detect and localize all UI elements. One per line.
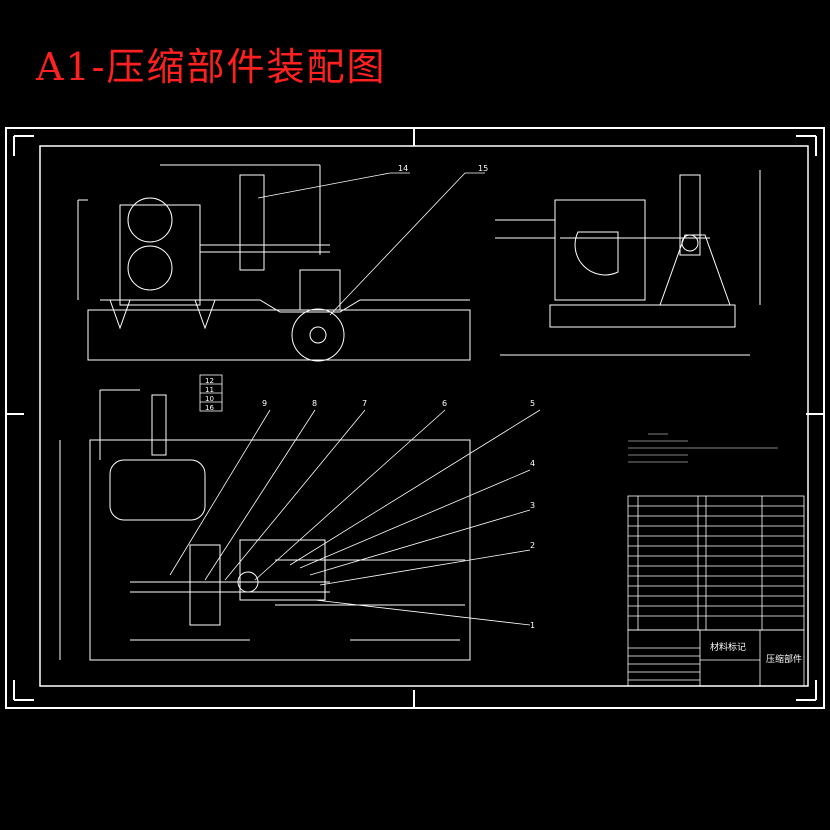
- plan-view: [59, 389, 471, 661]
- side-view: [495, 170, 761, 356]
- leader-lines: [169, 172, 541, 626]
- balloon-label: 3: [530, 501, 535, 510]
- balloon-label: 5: [530, 399, 535, 408]
- stack-label: 12: [205, 377, 214, 385]
- front-view: [77, 164, 471, 362]
- drawing-frame: [5, 127, 825, 709]
- balloon-label: 7: [362, 399, 367, 408]
- balloon-label: 6: [442, 399, 447, 408]
- drawing-name-label: 压缩部件: [766, 653, 802, 665]
- stack-label: 11: [205, 386, 214, 394]
- material-mark-label: 材料标记: [710, 641, 746, 653]
- balloon-label: 8: [312, 399, 317, 408]
- part-balloons: 14 15 9 8 7 6 5 4 3 2 1: [262, 164, 535, 630]
- balloon-label: 14: [398, 164, 408, 173]
- parts-list-table: [627, 495, 805, 631]
- page-title: A1-压缩部件装配图: [36, 45, 387, 89]
- stack-label: 16: [205, 404, 214, 412]
- balloon-label: 4: [530, 459, 535, 468]
- balloon-label: 2: [530, 541, 535, 550]
- technical-notes: [628, 433, 778, 463]
- balloon-label: 1: [530, 621, 535, 630]
- balloon-label: 15: [478, 164, 488, 173]
- stack-balloon-list: [199, 374, 223, 412]
- title-block: [627, 629, 805, 687]
- balloon-label: 9: [262, 399, 267, 408]
- stack-label: 10: [205, 395, 214, 403]
